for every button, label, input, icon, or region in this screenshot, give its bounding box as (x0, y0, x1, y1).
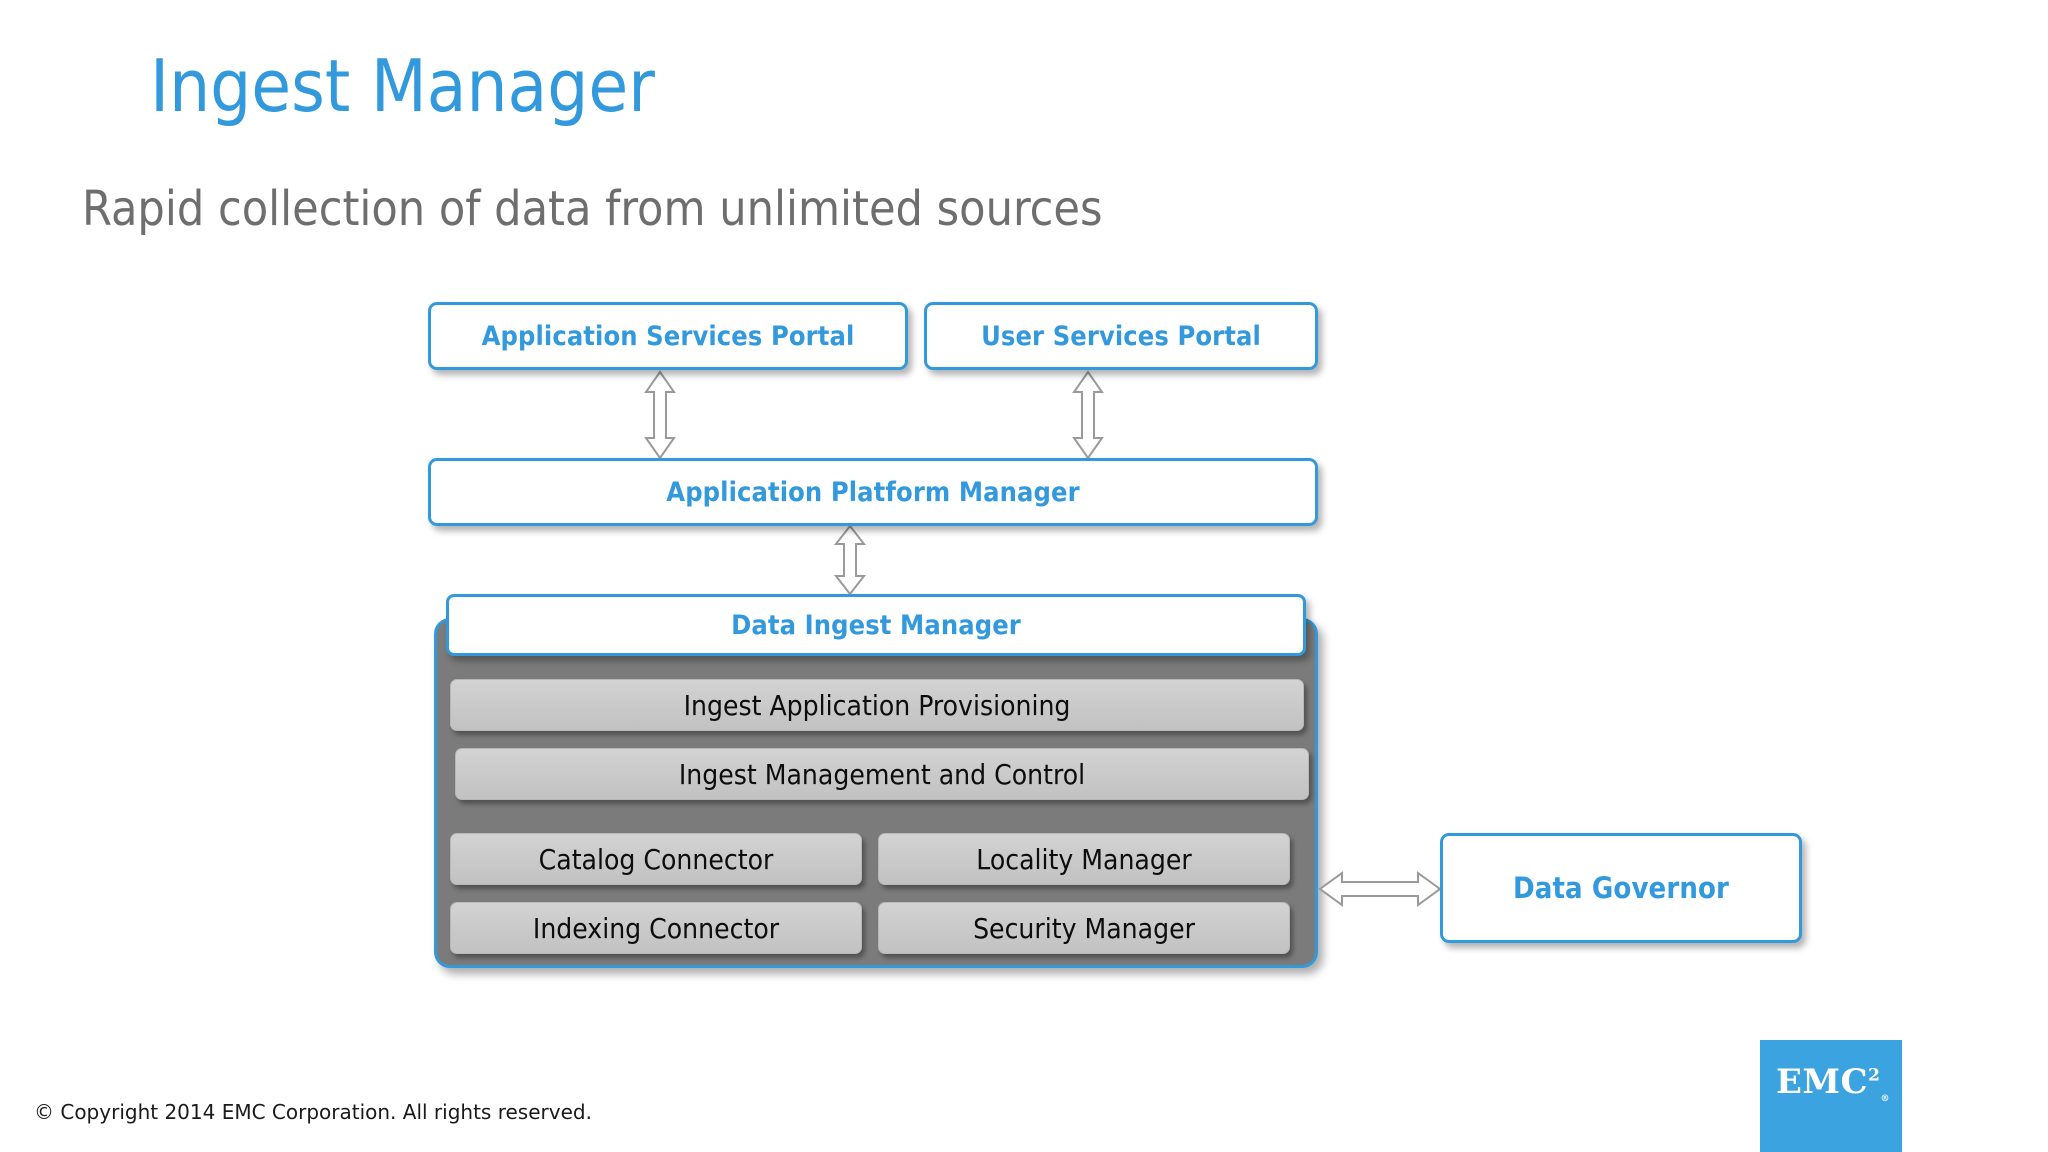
node-application-services-portal: Application Services Portal (428, 302, 908, 370)
subnode-security-manager: Security Manager (878, 902, 1290, 954)
subnode-ingest-management-and-control: Ingest Management and Control (455, 748, 1309, 800)
emc-logo-registered-mark: ® (1880, 1093, 1890, 1104)
page-subtitle: Rapid collection of data from unlimited … (82, 181, 1103, 237)
node-label: Data Governor (1512, 871, 1729, 905)
subnode-catalog-connector: Catalog Connector (450, 833, 862, 885)
node-data-ingest-manager: Data Ingest Manager (446, 594, 1306, 656)
double-arrow-vertical-icon-platform-to-ingest (833, 524, 867, 596)
subnode-label: Indexing Connector (532, 911, 780, 945)
emc-logo: EMC2 ® (1760, 1040, 1902, 1152)
subnode-locality-manager: Locality Manager (878, 833, 1290, 885)
copyright-text: © Copyright 2014 EMC Corporation. All ri… (34, 1100, 592, 1124)
subnode-label: Ingest Application Provisioning (683, 688, 1071, 722)
node-label: Application Platform Manager (666, 476, 1080, 508)
subnode-indexing-connector: Indexing Connector (450, 902, 862, 954)
node-label: Data Ingest Manager (731, 609, 1021, 641)
node-label: Application Services Portal (481, 320, 855, 352)
node-application-platform-manager: Application Platform Manager (428, 458, 1318, 526)
double-arrow-vertical-icon-app-services (644, 370, 676, 460)
subnode-ingest-application-provisioning: Ingest Application Provisioning (450, 679, 1304, 731)
emc-logo-main-text: EMC (1776, 1062, 1869, 1102)
subnode-label: Security Manager (973, 911, 1195, 945)
emc-logo-superscript: 2 (1868, 1065, 1881, 1086)
node-label: User Services Portal (981, 320, 1261, 352)
double-arrow-vertical-icon-user-services (1072, 370, 1104, 460)
node-data-governor: Data Governor (1440, 833, 1802, 943)
subnode-label: Ingest Management and Control (678, 757, 1086, 791)
emc-logo-wordmark: EMC2 ® (1776, 1062, 1890, 1104)
subnode-label: Catalog Connector (538, 842, 774, 876)
double-arrow-horizontal-icon-panel-to-governor (1318, 871, 1442, 907)
subnode-label: Locality Manager (976, 842, 1192, 876)
page-title: Ingest Manager (150, 44, 655, 128)
node-user-services-portal: User Services Portal (924, 302, 1318, 370)
